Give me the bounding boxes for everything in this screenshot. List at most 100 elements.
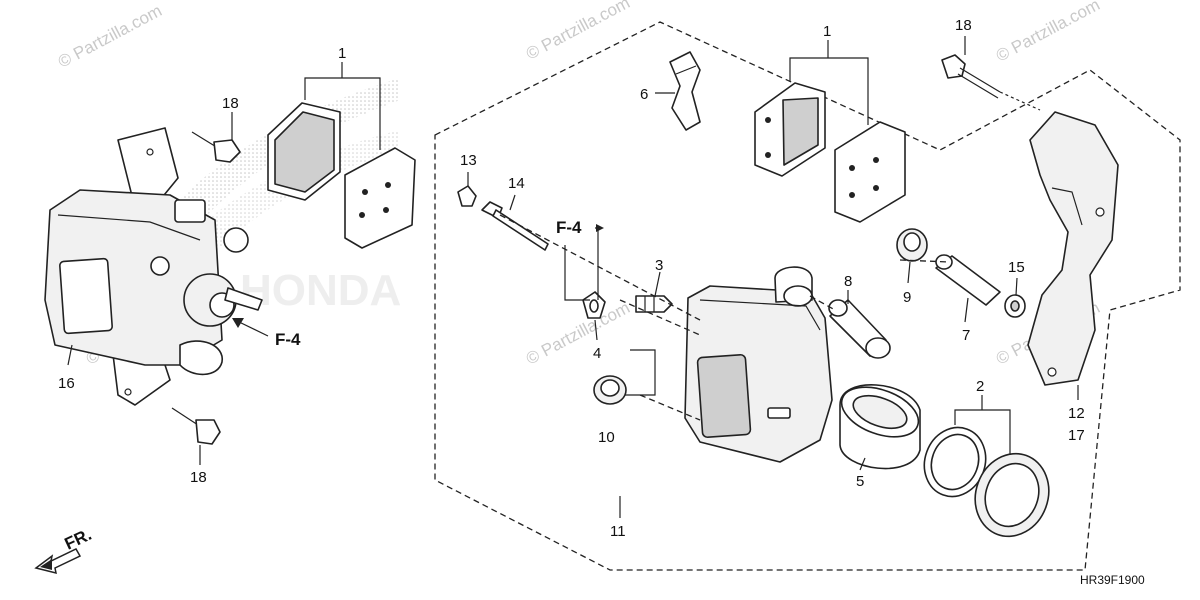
callout-17: 17: [1068, 427, 1085, 444]
piston[interactable]: [835, 378, 925, 470]
callout-14: 14: [508, 175, 525, 192]
arrow-head-icon: [596, 224, 604, 232]
callout-4: 4: [593, 345, 601, 362]
bleeder-valve[interactable]: [582, 291, 606, 319]
leader-line: [859, 457, 866, 471]
slide-pin-cap: [223, 227, 249, 253]
callout-5: 5: [856, 473, 864, 490]
slide-pin[interactable]: [935, 254, 1001, 306]
caliper-bracket[interactable]: [1027, 111, 1119, 386]
bracket-hole: [1095, 207, 1105, 217]
bolt-head: [941, 54, 966, 79]
leader-line: [594, 319, 598, 341]
f4-left-reference: F-4: [232, 318, 301, 349]
dust-seal-inner: [984, 462, 1040, 528]
bolt-head: [213, 139, 241, 163]
pin-boot-opening: [600, 379, 620, 397]
pad-rivet: [849, 192, 855, 198]
bolt-shank: [171, 407, 199, 426]
bolt-head: [195, 419, 221, 445]
callout-11: 11: [610, 523, 626, 540]
piston-cup: [852, 394, 908, 430]
pad-rivet: [873, 157, 879, 163]
leader-line: [509, 194, 516, 211]
hose-banjo-tab: [224, 287, 263, 311]
bolt-leader: [999, 91, 1041, 111]
slide-pin-sleeve[interactable]: [828, 299, 891, 359]
brake-pad-left-b: [344, 147, 416, 249]
diagram-code: HR39F1900: [1080, 573, 1145, 587]
pad-pin-retainer: [174, 199, 206, 223]
clip-detail: [675, 65, 697, 75]
pin-boot-9[interactable]: [896, 228, 928, 262]
callout-15: 15: [1008, 259, 1025, 276]
callout-18-bottom-left: 18: [190, 469, 207, 486]
pad-rivet: [362, 189, 368, 195]
leader-line: [907, 261, 911, 284]
pad-pin-shaft: [492, 209, 549, 251]
pad-rivet: [849, 165, 855, 171]
piston-seal-inner: [930, 433, 980, 491]
callout-13: 13: [460, 152, 477, 169]
bleeder-fitting: [150, 256, 170, 276]
caliper-slot: [767, 407, 791, 419]
watermark-text: © Partzilla.com: [523, 0, 633, 64]
pad-rivet: [359, 212, 365, 218]
assembled-caliper[interactable]: [44, 127, 263, 406]
caliper-body-exploded[interactable]: [684, 266, 833, 463]
hose-fitting: [179, 340, 223, 376]
watermark-text: © Partzilla.com: [993, 0, 1103, 66]
pad-rivet: [765, 117, 771, 123]
caliper-edge-line: [57, 214, 201, 241]
pad-rivet: [873, 185, 879, 191]
bolt-18-right[interactable]: [941, 54, 1041, 111]
pad-spring-clip-body: [669, 51, 701, 131]
callout-12: 12: [1068, 405, 1085, 422]
pad-spring-clip[interactable]: [669, 51, 701, 131]
pad-pin[interactable]: [481, 201, 549, 251]
callout-1-right: 1: [823, 23, 831, 40]
washer[interactable]: [1004, 294, 1026, 318]
pin-boot-10[interactable]: [593, 375, 627, 405]
callout-16: 16: [58, 375, 75, 392]
brake-pad-right-a-lining: [782, 97, 819, 166]
alignment-line: [809, 259, 951, 311]
pad-rivet: [385, 182, 391, 188]
bolt-shank: [957, 67, 1001, 99]
callout-9: 9: [903, 289, 911, 306]
dust-cap[interactable]: [457, 185, 477, 207]
bracket-detail: [1051, 187, 1083, 226]
slide-pin-sleeve-start: [828, 299, 848, 317]
leader-line: [654, 271, 661, 297]
pad-rivet: [765, 152, 771, 158]
caliper-bracket-body: [1027, 111, 1119, 386]
caliper-mount-hole: [783, 285, 813, 307]
bracket-upper-tab: [117, 127, 179, 201]
brake-pad-set-left[interactable]: [267, 102, 416, 249]
callout-18-right: 18: [955, 17, 972, 34]
callout-numbers: 1 1 2 3 4 5 6 7 8 9 10 11 12 13 14 15 16…: [58, 17, 1085, 540]
leader-line: [964, 297, 969, 323]
front-arrow-icon: [34, 548, 82, 575]
brake-pad-left-a-lining: [274, 111, 335, 193]
bracket-hole: [124, 388, 132, 396]
slide-pin-sleeve-end: [865, 337, 891, 359]
pad-rivet: [383, 207, 389, 213]
callout-1-left: 1: [338, 45, 346, 62]
piston-seal-kit[interactable]: [915, 419, 1060, 547]
brake-pad-set-right[interactable]: [754, 82, 906, 223]
bleeder-valve-tip: [589, 299, 599, 313]
callout-10: 10: [598, 429, 615, 446]
leader-line: [625, 349, 656, 396]
bracket-hole: [146, 148, 154, 156]
bolt-18-top-left[interactable]: [191, 131, 241, 163]
caliper-edge-line: [699, 299, 821, 331]
callout-18-top-left: 18: [222, 95, 239, 112]
alignment-line: [499, 214, 701, 421]
callout-2: 2: [976, 378, 984, 395]
watermark-text: © Partzilla.com: [55, 1, 165, 72]
caliper-window: [696, 353, 752, 439]
pin-boot-opening: [903, 232, 921, 252]
bolt-18-bottom-left[interactable]: [171, 407, 221, 445]
